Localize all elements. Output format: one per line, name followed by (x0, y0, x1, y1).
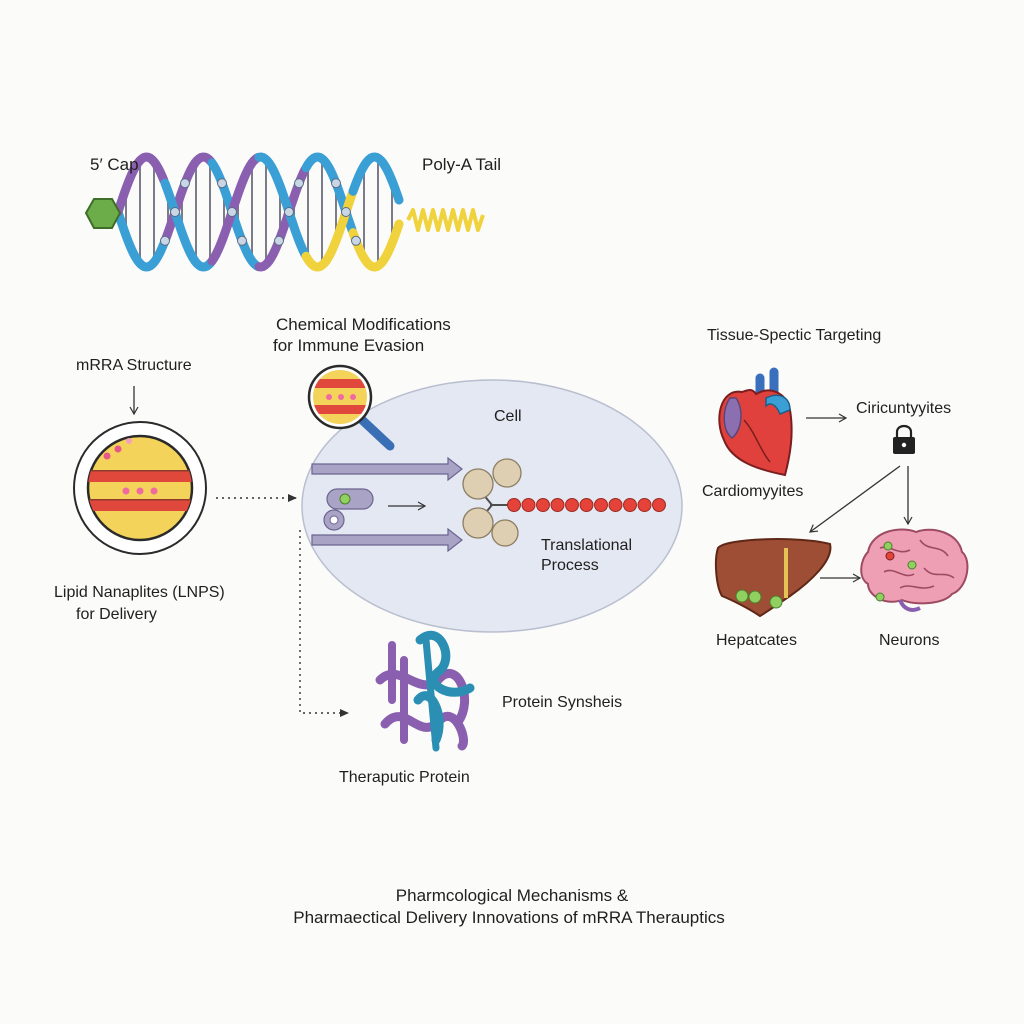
neurons-label: Neurons (879, 632, 940, 649)
lnp-label: Lipid Nanaplites (LNPS) (54, 584, 225, 601)
helix-strand-segment (348, 152, 404, 205)
amino-acid-bead (637, 498, 652, 512)
helix-bead (351, 235, 361, 246)
amino-acid-bead (579, 498, 594, 512)
amino-acid-bead (652, 498, 666, 512)
amino-acid-bead (623, 498, 637, 512)
mrna-helix (113, 152, 404, 272)
therapeutic-protein-label: Theraputic Protein (339, 769, 470, 786)
helix-bead (227, 207, 237, 217)
helix-strand-segment (207, 153, 263, 266)
immune-evasion-label: for Immune Evasion (273, 336, 425, 355)
helix-bead (160, 235, 170, 246)
helix-bead (217, 178, 227, 189)
poly-a-tail-zigzag (406, 208, 485, 232)
helix-bead (170, 207, 180, 217)
cell-input-arrows (311, 456, 463, 553)
ciricuntyyites-label: Ciricuntyyites (856, 400, 952, 417)
translational-label: Translational (541, 537, 633, 554)
lnp-to-protein-arrow (299, 530, 349, 717)
protein-helix-icon (375, 630, 475, 752)
helix-bead (237, 235, 247, 246)
process-label: Process (541, 557, 599, 574)
helix-bead (341, 207, 351, 217)
brain-icon (860, 528, 969, 612)
lnp-delivery-label: for Delivery (76, 606, 157, 623)
magnifier-icon (307, 364, 395, 451)
mrna-capsules (323, 488, 374, 531)
amino-acid-bead (608, 498, 623, 512)
amino-acid-bead (550, 498, 565, 512)
helix-bead (284, 207, 294, 217)
helix-colored-segments (113, 152, 404, 272)
caption-line-2: Pharmaectical Delivery Innovations of mR… (293, 908, 725, 927)
helix-strand-segment (113, 207, 169, 272)
helix-strand-segment (348, 219, 404, 272)
amino-acid-bead (521, 498, 536, 512)
amino-acid-bead (507, 498, 521, 512)
amino-acid-bead (536, 498, 550, 512)
helix-strand-segment (113, 152, 169, 217)
poly-a-label: Poly-A Tail (422, 155, 502, 174)
helix-beads (160, 178, 361, 246)
mrna-structure-label: mRRA Structure (76, 357, 192, 374)
protein-synthesis-label: Protein Synsheis (502, 694, 623, 711)
cardiomyocytes-label: Cardiomyyites (702, 483, 804, 500)
helix-bead (274, 235, 284, 246)
helix-bead (331, 178, 341, 189)
helix-strand-segment (160, 178, 216, 272)
helix-bead (294, 178, 304, 189)
lipid-nanoparticle-icon (73, 421, 207, 555)
helix-strand-segment (207, 158, 263, 271)
caption-line-1: Pharmcological Mechanisms & (395, 886, 629, 905)
ribosome-icon (462, 458, 522, 547)
liver-icon (714, 538, 832, 618)
amino-acid-bead (594, 498, 608, 512)
hepatocytes-label: Hepatcates (716, 632, 797, 649)
helix-strand-segment (254, 152, 310, 259)
lock-icon (893, 424, 915, 454)
amino-acid-bead (565, 498, 579, 512)
helix-strand-segment (301, 189, 357, 272)
cell-label: Cell (494, 408, 522, 425)
tissue-targeting-label: Tissue-Spectic Targeting (707, 327, 882, 344)
hexagon-cap-icon (84, 198, 122, 229)
target-to-liver-arrow (809, 465, 901, 533)
cap-label: 5′ Cap (90, 155, 139, 174)
helix-bead (180, 178, 190, 189)
heart-icon (718, 367, 793, 477)
chemical-modifications-label: Chemical Modifications (276, 315, 451, 334)
peptide-chain (507, 498, 666, 512)
